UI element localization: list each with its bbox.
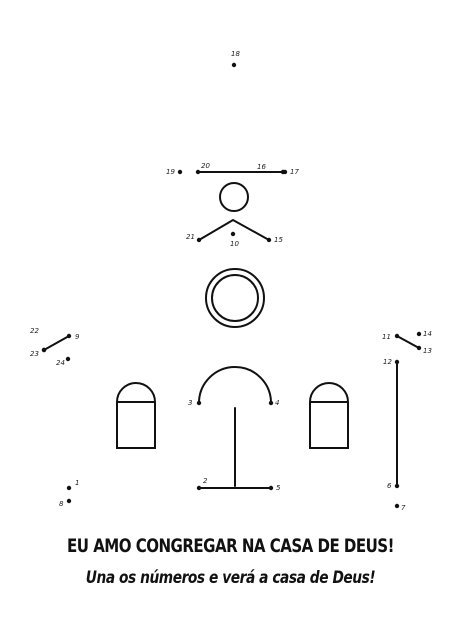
dot-number-2: 2 (203, 477, 208, 485)
right-window (309, 382, 349, 449)
round-window-inner (211, 274, 259, 322)
dot-number-7: 7 (401, 504, 406, 512)
dot-2 (196, 485, 202, 491)
dot-6 (394, 483, 400, 489)
dot-number-12: 12 (383, 358, 392, 366)
dot-15 (266, 237, 272, 243)
dot-14 (416, 331, 422, 337)
dot-20 (195, 169, 201, 175)
dot-21 (196, 237, 202, 243)
dot-number-18: 18 (231, 50, 240, 58)
dot-23 (41, 347, 47, 353)
dot-1 (66, 485, 72, 491)
dot-10 (230, 231, 236, 237)
dot-11 (394, 333, 400, 339)
dot-number-8: 8 (59, 500, 64, 508)
dot-number-6: 6 (387, 482, 392, 490)
dot-number-16: 16 (257, 163, 266, 171)
page-title: EU AMO CONGREGAR NA CASA DE DEUS! (67, 535, 394, 557)
dot-number-22: 22 (30, 327, 39, 335)
dot-9 (66, 333, 72, 339)
dot-18 (231, 62, 237, 68)
dot-3 (196, 400, 202, 406)
dot-number-23: 23 (30, 350, 39, 358)
instruction-text: Una os números e verá a casa de Deus! (85, 568, 376, 588)
dot-number-5: 5 (276, 484, 281, 492)
door-arch (198, 366, 272, 404)
segment-21-15 (198, 218, 270, 241)
dot-number-17: 17 (290, 168, 299, 176)
dot-8 (66, 498, 72, 504)
dot-17 (282, 169, 288, 175)
round-window-outer (205, 268, 265, 328)
dot-number-11: 11 (382, 333, 391, 341)
dot-number-19: 19 (166, 168, 175, 176)
dot-number-4: 4 (275, 399, 279, 407)
segment-11-13 (396, 335, 420, 349)
dot-7 (394, 503, 400, 509)
dot-19 (177, 169, 183, 175)
dot-number-9: 9 (75, 333, 80, 341)
dot-4 (268, 400, 274, 406)
left-window (116, 382, 156, 449)
dot-number-20: 20 (201, 162, 210, 170)
head-circle (219, 182, 249, 212)
dot-number-14: 14 (423, 330, 432, 338)
segment-22-9 (43, 335, 70, 351)
dot-number-3: 3 (188, 399, 192, 407)
dot-number-15: 15 (274, 236, 283, 244)
dot-number-10: 10 (230, 240, 239, 248)
dot-24 (65, 356, 71, 362)
dot-13 (416, 345, 422, 351)
dot-number-21: 21 (186, 233, 195, 241)
dot-number-13: 13 (423, 347, 432, 355)
dot-number-24: 24 (56, 359, 65, 367)
dot-12 (394, 359, 400, 365)
dot-number-1: 1 (75, 479, 79, 487)
dot-5 (268, 485, 274, 491)
